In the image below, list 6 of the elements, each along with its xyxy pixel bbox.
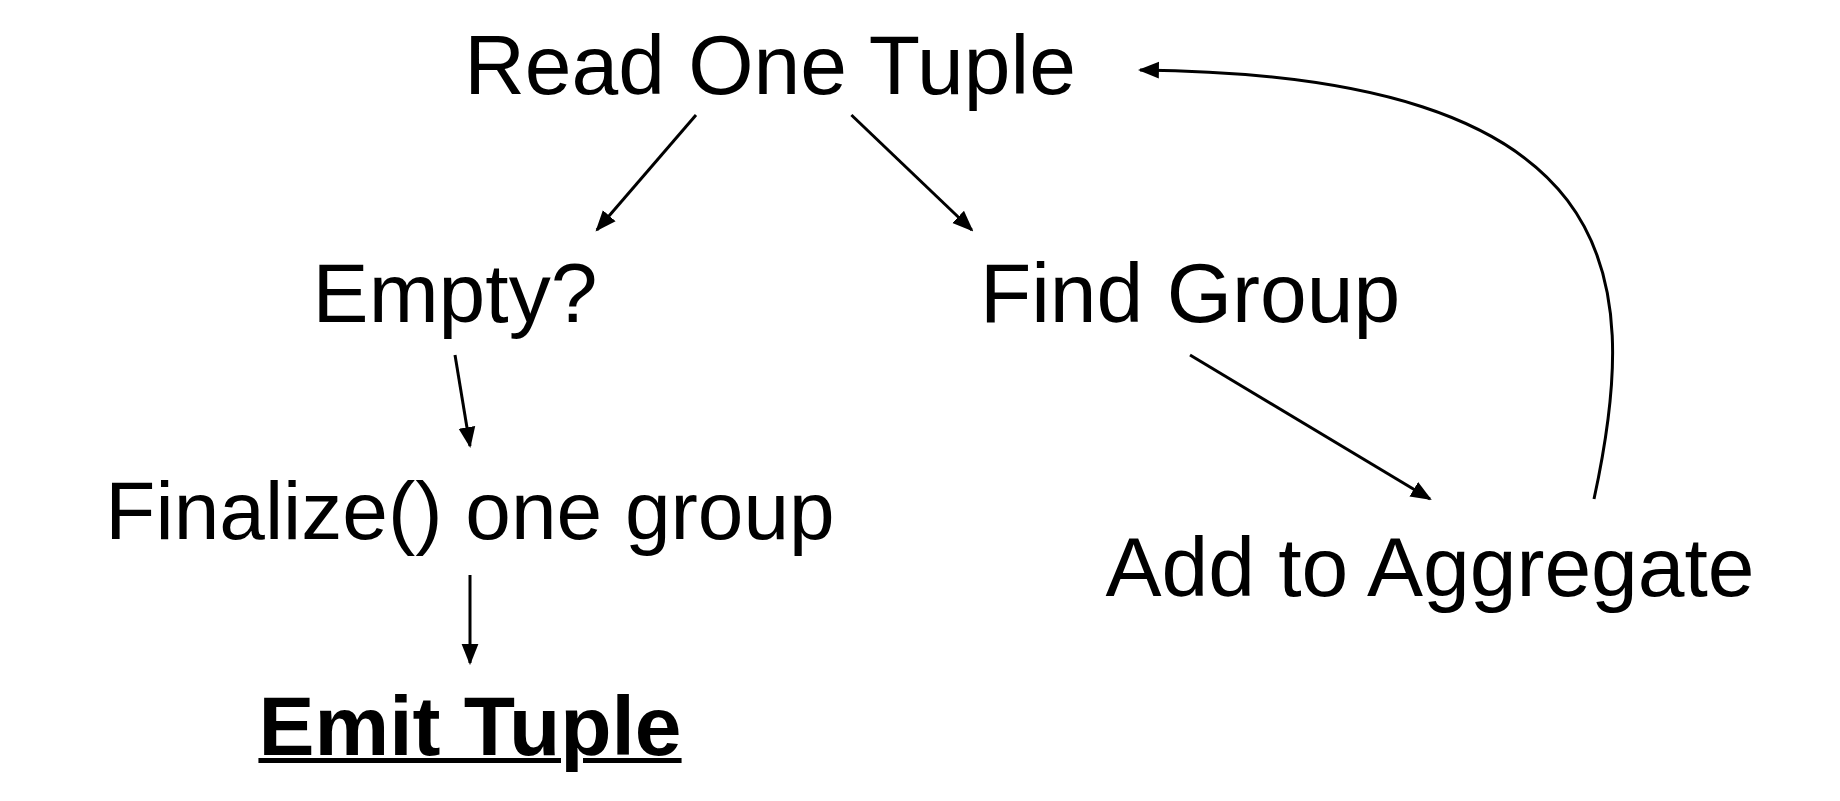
arrow: [453, 354, 476, 449]
arrow: [1137, 62, 1614, 500]
arrow: [595, 114, 698, 232]
arrow: [1189, 353, 1432, 501]
arrow: [850, 113, 974, 232]
arrow: [461, 575, 479, 666]
